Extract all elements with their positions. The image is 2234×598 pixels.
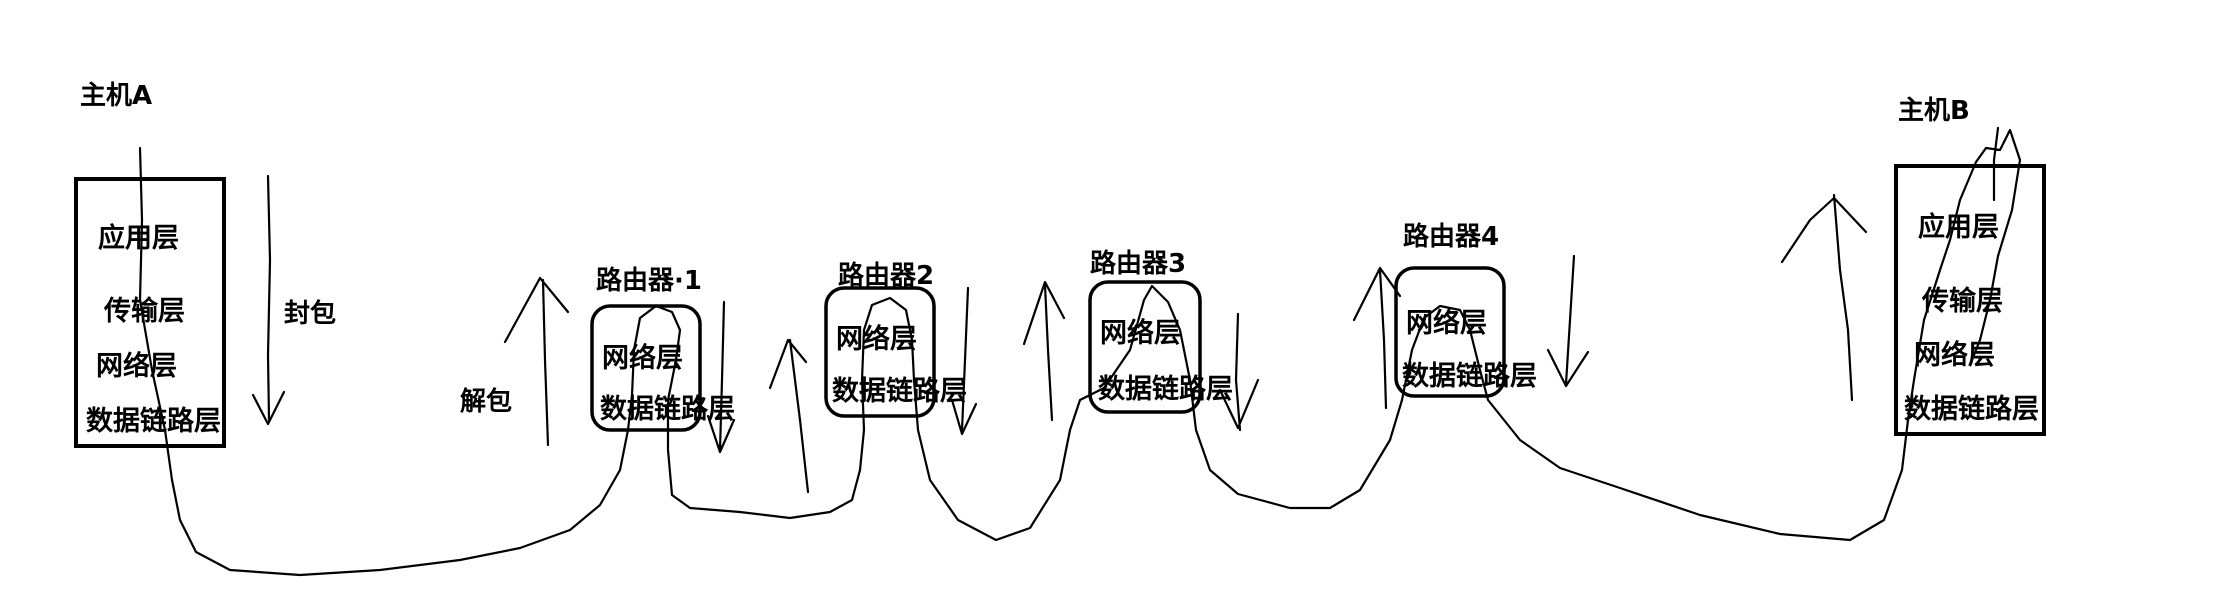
host-a-layer-datalink: 数据链路层 (86, 405, 221, 437)
host-a-title: 主机A (80, 81, 152, 111)
router-4-layer-datalink: 数据链路层 (1402, 360, 1537, 392)
router-3-layer-datalink: 数据链路层 (1098, 373, 1233, 405)
router-2-title: 路由器2 (838, 260, 934, 291)
router-4-up-arrow (1352, 266, 1402, 410)
router-4-title: 路由器4 (1403, 221, 1499, 252)
router-4-layer-network: 网络层 (1406, 307, 1487, 339)
host-a-layer-network: 网络层 (96, 350, 177, 382)
router-1-title: 路由器·1 (596, 265, 702, 296)
decapsulate-label: 解包 (460, 386, 512, 417)
host-b-title: 主机B (1898, 96, 1970, 126)
packet-path (138, 126, 2022, 577)
router-2-up-arrow (768, 338, 810, 494)
router-1-down-arrow (706, 300, 736, 454)
router-2-down-arrow (950, 286, 978, 436)
router-3-title: 路由器3 (1090, 248, 1186, 279)
router-1-layer-network: 网络层 (602, 342, 683, 374)
router-1-box (590, 304, 702, 432)
router-3-down-arrow (1218, 312, 1260, 432)
router-3-layer-network: 网络层 (1100, 317, 1181, 349)
encapsulate-label: 封包 (284, 298, 336, 329)
router-4-box (1394, 266, 1506, 398)
router-4-down-arrow (1546, 254, 1590, 388)
router-3-up-arrow (1022, 280, 1066, 422)
host-b-layer-datalink: 数据链路层 (1904, 393, 2039, 425)
encapsulate-arrow (251, 174, 286, 426)
host-b-layer-application: 应用层 (1918, 211, 1999, 243)
router-2-layer-datalink: 数据链路层 (832, 375, 967, 407)
host-a-box (74, 177, 226, 448)
host-b-layer-network: 网络层 (1914, 339, 1995, 371)
router-2-box (824, 286, 936, 418)
router-3-box (1088, 280, 1202, 414)
host-b-box (1894, 164, 2046, 436)
host-b-up-arrow (1780, 193, 1868, 402)
router-2-layer-network: 网络层 (836, 323, 917, 355)
host-a-layer-application: 应用层 (98, 222, 179, 254)
decapsulate-arrow (503, 276, 570, 447)
